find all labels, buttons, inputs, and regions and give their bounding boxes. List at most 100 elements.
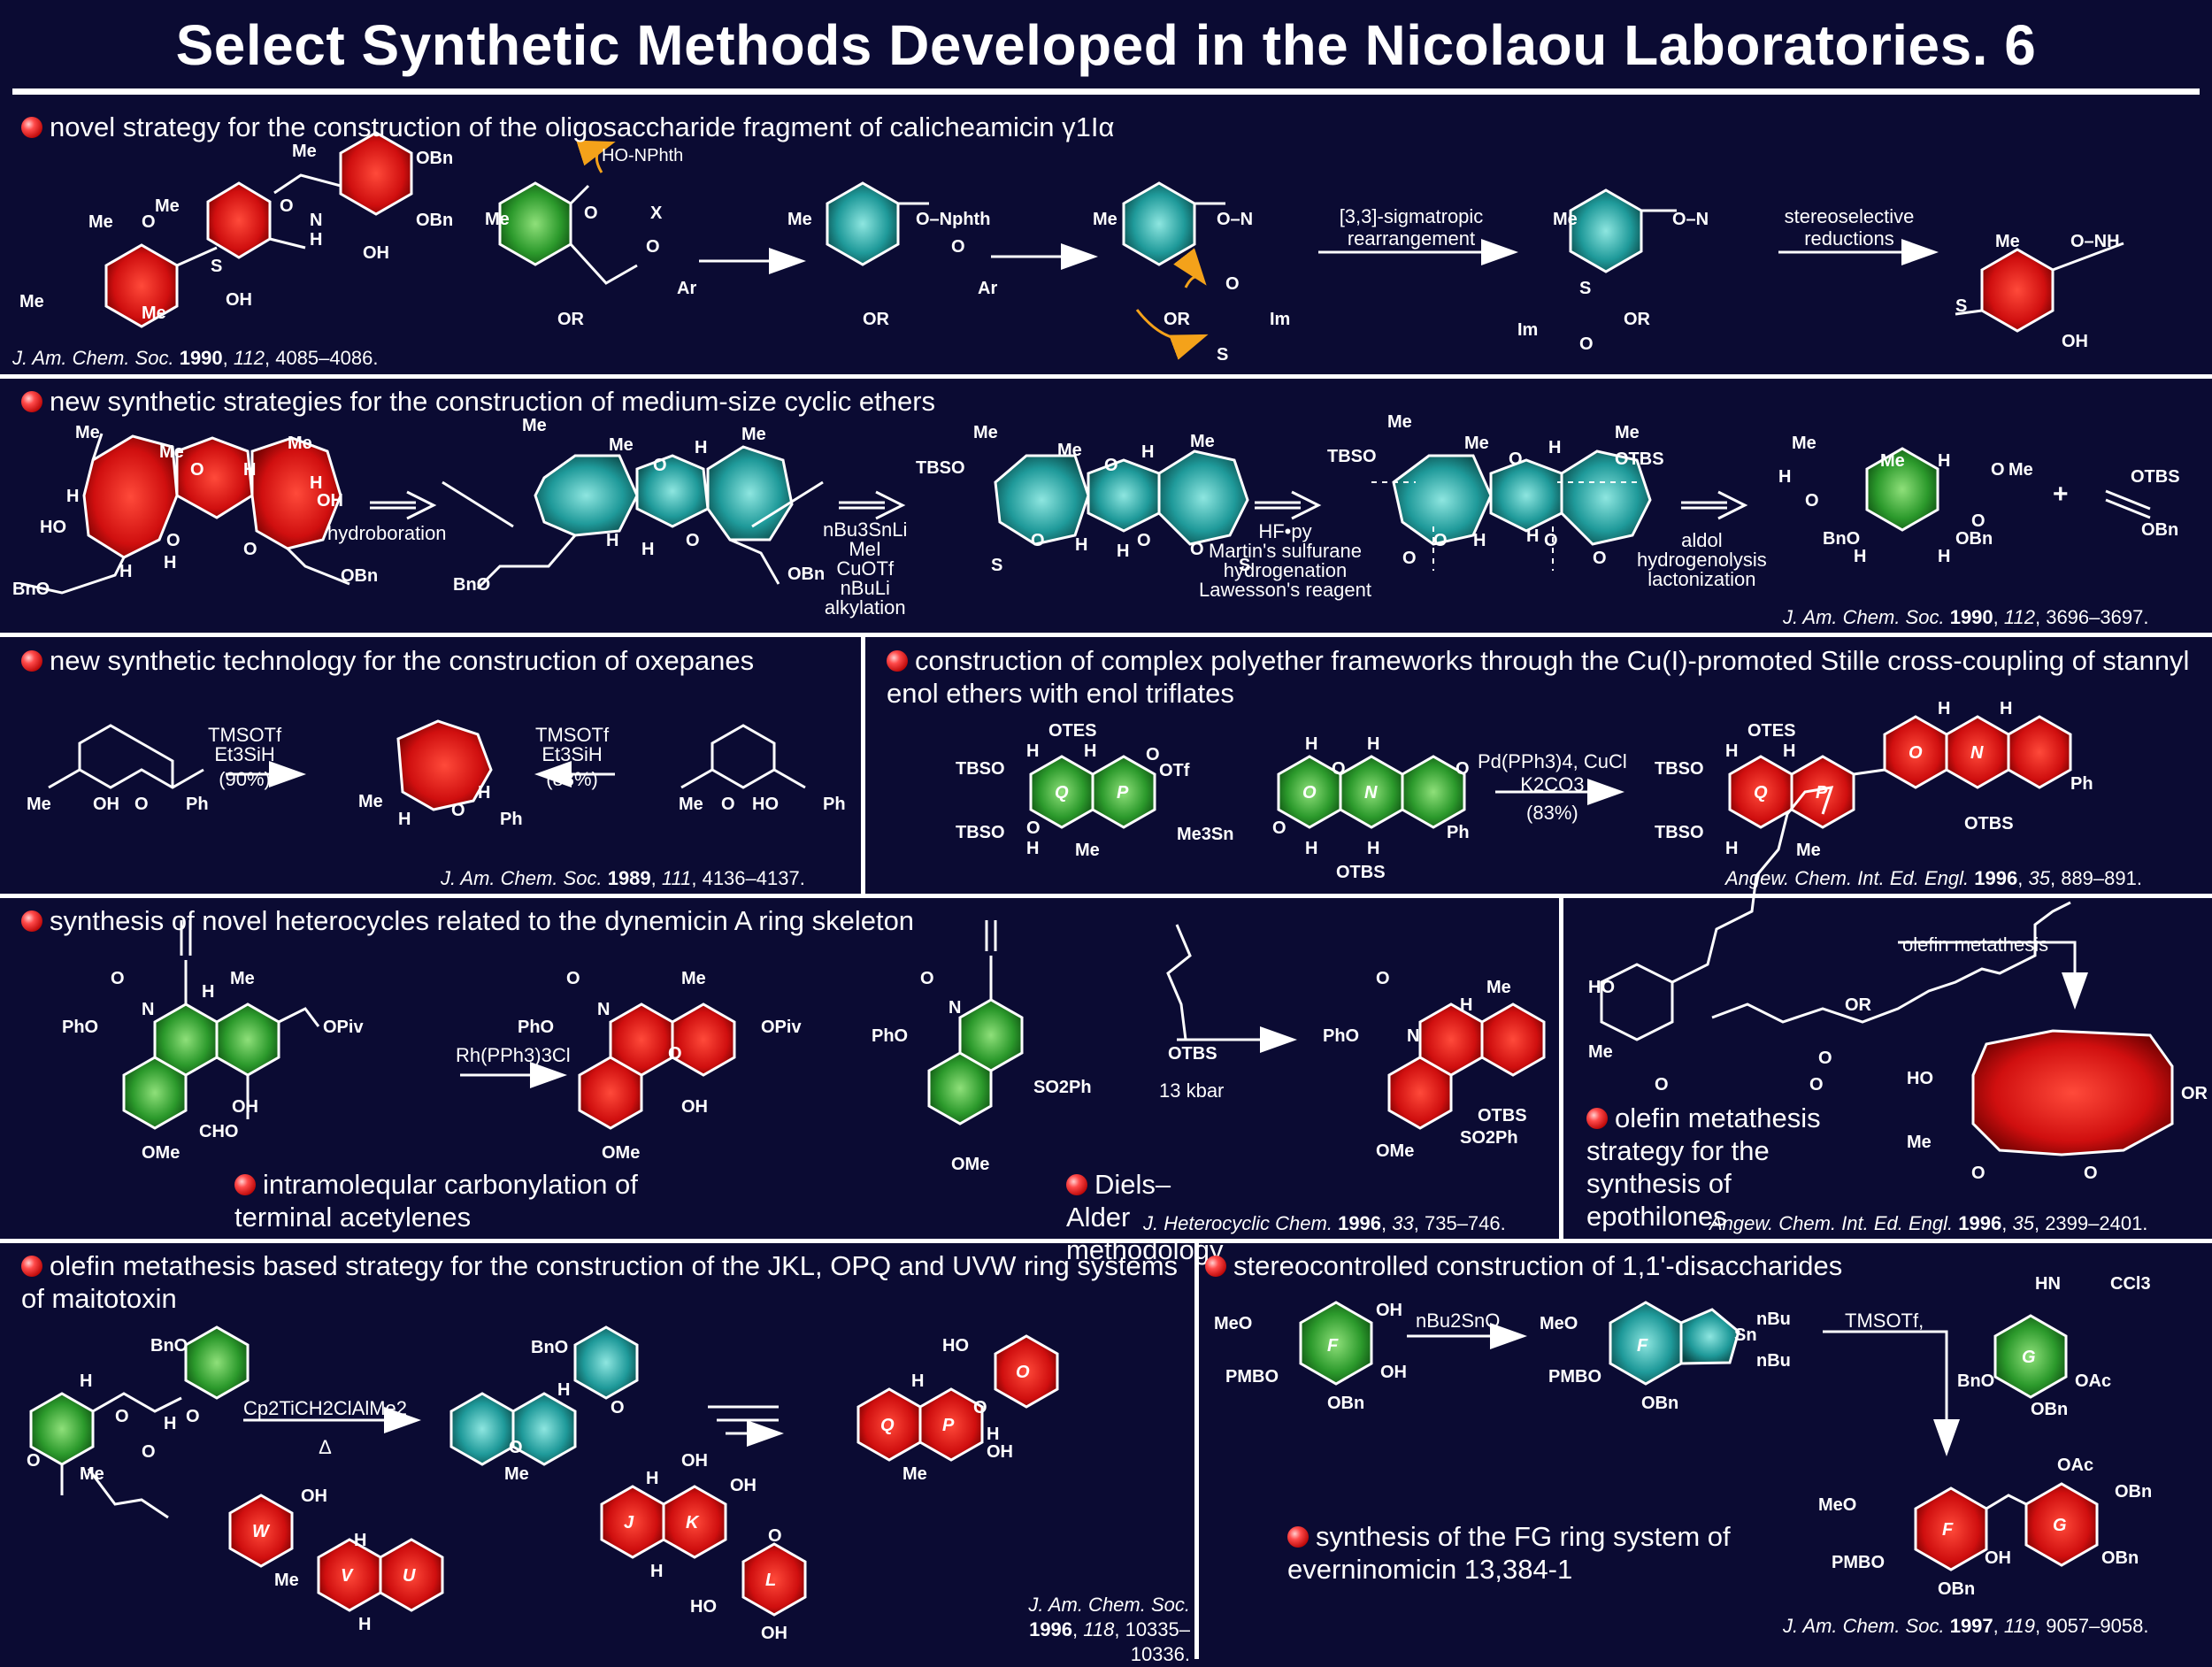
label: OTBS <box>1168 1044 1217 1064</box>
label: H <box>310 230 323 250</box>
label: N <box>1407 1026 1420 1046</box>
label: H <box>1473 531 1486 550</box>
label: O <box>1909 743 1923 763</box>
label: O <box>951 237 965 257</box>
label: Me <box>787 210 812 229</box>
label: H <box>243 460 257 480</box>
label: O <box>1455 759 1470 779</box>
label: Me <box>1093 210 1118 229</box>
label: TBSO <box>916 458 965 478</box>
label: O <box>1272 818 1286 838</box>
label: W <box>252 1522 269 1541</box>
sub-heading-diels-alder: Diels–Alder methodology <box>1066 1169 1224 1265</box>
condition-stille: Pd(PPh3)4, CuCl K2CO3 (83%) <box>1478 750 1627 824</box>
label: OH <box>226 290 252 310</box>
label: OBn <box>1938 1579 1976 1599</box>
label: H <box>1526 526 1540 546</box>
panel-2-heading: new synthetic strategies for the constru… <box>21 385 935 418</box>
label: OR <box>1845 995 1871 1015</box>
label: OH <box>1380 1363 1407 1382</box>
ring-F-red <box>1914 1486 1988 1571</box>
label: Me <box>1880 451 1905 471</box>
label: O <box>190 460 204 480</box>
label: H <box>2000 699 2013 718</box>
label: Me <box>485 210 510 229</box>
reference: J. Am. Chem. Soc. 1990, 112, 4085–4086. <box>12 347 379 369</box>
ring-P-mtx <box>918 1387 984 1462</box>
label: Me <box>1553 210 1578 229</box>
label: O <box>1402 549 1417 568</box>
label: Me <box>80 1464 104 1484</box>
label: K <box>686 1513 699 1533</box>
label: OR <box>2181 1084 2208 1103</box>
condition-reductions: stereoselective reductions <box>1784 205 1915 250</box>
label: PhO <box>1323 1026 1360 1046</box>
panel-3-heading: new synthetic technology for the constru… <box>21 644 754 677</box>
label: TBSO <box>1655 759 1704 779</box>
label: S <box>1217 345 1229 365</box>
label: O <box>1544 531 1558 550</box>
label: S <box>211 257 223 276</box>
label: Me <box>159 442 184 462</box>
label: H <box>987 1425 1000 1444</box>
sub-heading-everninomicin: synthesis of the FG ring system of evern… <box>1287 1521 1731 1585</box>
label: Ph <box>2070 774 2093 794</box>
label: N <box>597 1000 611 1019</box>
label: OBn <box>787 565 826 584</box>
label: J <box>624 1513 634 1533</box>
label: OH <box>317 491 343 511</box>
label: N <box>1970 743 1984 763</box>
label: Ph <box>823 795 846 814</box>
label: O <box>1302 783 1317 803</box>
label: O <box>1031 531 1045 550</box>
label: nBu <box>1756 1310 1791 1329</box>
label: OTf <box>1159 761 1190 780</box>
label: H <box>164 553 177 572</box>
label: Me <box>1464 434 1489 453</box>
label: Me <box>155 196 180 216</box>
panel-8-heading: stereocontrolled construction of 1,1'-di… <box>1205 1249 1842 1282</box>
label: HO <box>40 518 66 537</box>
label: Me <box>522 416 547 435</box>
label: HN <box>2035 1274 2061 1294</box>
label: Me <box>358 792 383 811</box>
panel-4-heading: construction of complex polyether framew… <box>887 645 2190 709</box>
label: O <box>1991 460 2005 480</box>
label: S <box>1579 279 1592 298</box>
label: Me <box>679 795 703 814</box>
label: PMBO <box>1548 1367 1601 1387</box>
ring-mtx-teal-c <box>573 1325 639 1400</box>
label: O <box>186 1407 200 1426</box>
reference: Angew. Chem. Int. Ed. Engl. 1996, 35, 88… <box>1725 867 2142 889</box>
condition-hydroboration: hydroboration <box>327 522 447 544</box>
label: Ar <box>677 279 697 298</box>
label: TBSO <box>1327 447 1377 466</box>
label: O <box>134 795 149 814</box>
divider-4 <box>0 1239 2212 1243</box>
label: H <box>1783 741 1796 761</box>
label: O <box>1190 540 1204 559</box>
label: Me <box>1075 841 1100 860</box>
label: H <box>164 1414 177 1433</box>
ring-teal-2 <box>1122 181 1196 266</box>
label: H <box>119 562 133 581</box>
label: Me <box>292 142 317 161</box>
label: P <box>1816 783 1828 803</box>
label: PMBO <box>1225 1367 1279 1387</box>
label: OH <box>301 1486 327 1506</box>
label: H <box>1026 741 1040 761</box>
label: H <box>1548 438 1562 457</box>
label: H <box>1075 535 1088 555</box>
label: H <box>66 487 80 506</box>
label: H <box>310 473 323 493</box>
sub-heading-epothilones: olefin metathesis strategy for the synth… <box>1586 1102 1821 1232</box>
ring-dyn-c-4 <box>1480 1003 1546 1077</box>
ring-teal-i <box>1560 449 1652 546</box>
label: H <box>354 1531 367 1550</box>
label: H <box>1854 547 1867 566</box>
ring-teal-b <box>635 454 710 528</box>
label: O <box>1433 531 1448 550</box>
bullet-icon <box>1066 1174 1087 1195</box>
label: H <box>911 1371 925 1391</box>
label: Me <box>609 435 634 455</box>
